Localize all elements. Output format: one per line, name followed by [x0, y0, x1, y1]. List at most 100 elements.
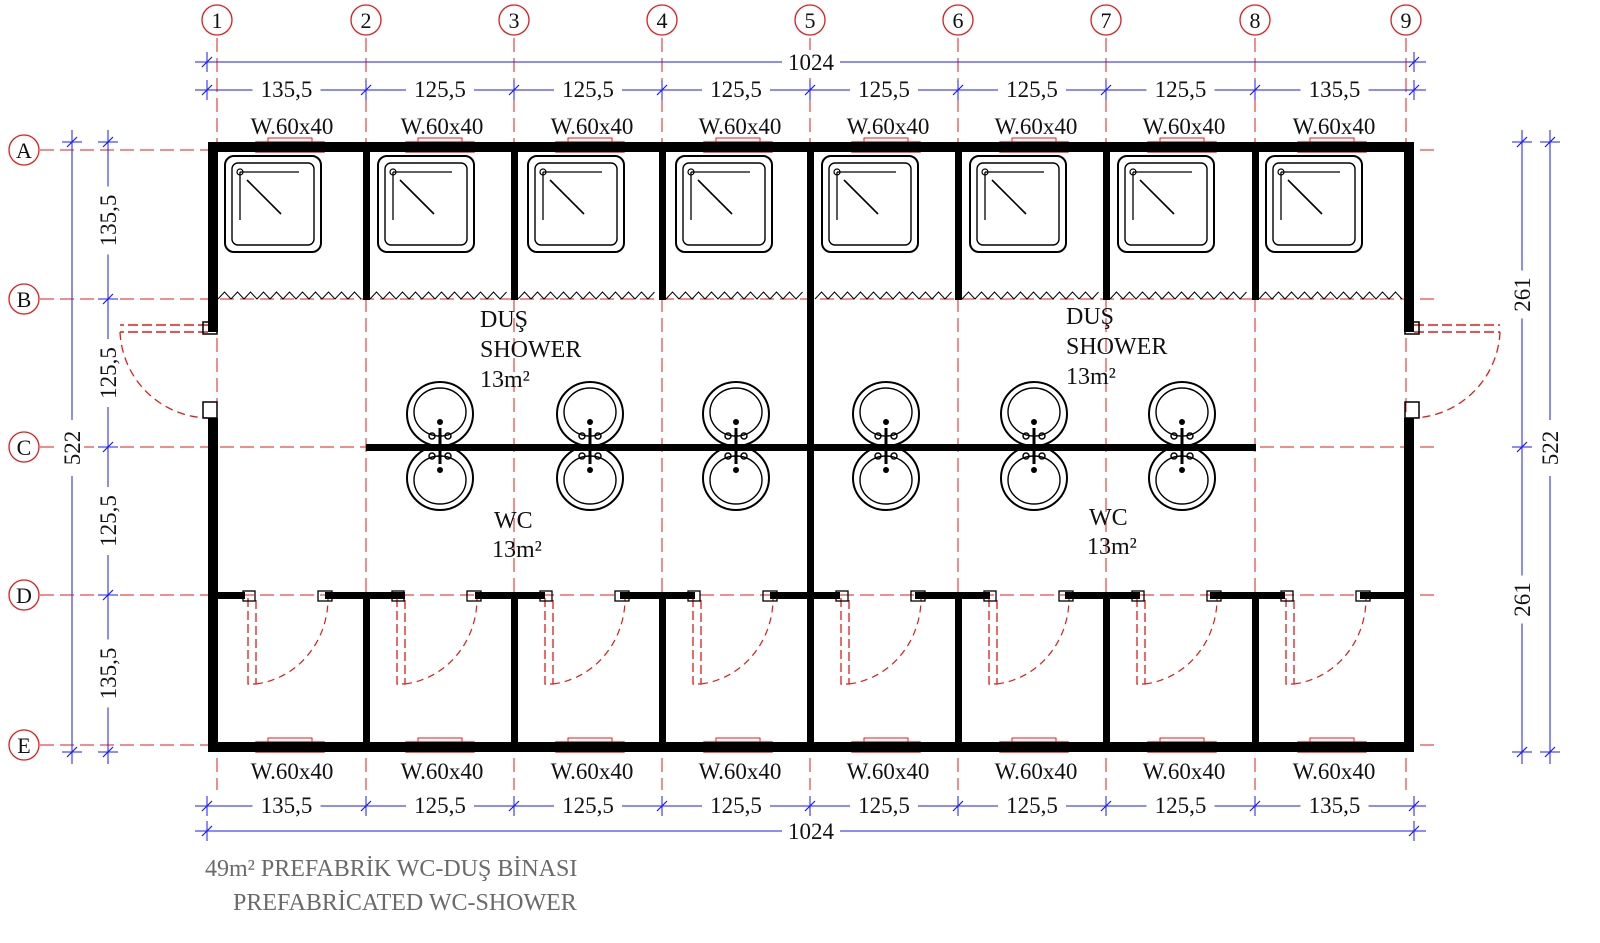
dimension-tick — [952, 84, 964, 96]
dimension-tick — [102, 589, 114, 601]
dimension-label-left: 125,5 — [96, 347, 121, 399]
washbasin-handle — [1038, 452, 1046, 460]
window-label-bottom: W.60x40 — [551, 759, 634, 784]
shower-tray-inner — [231, 162, 315, 246]
window-label-bottom: W.60x40 — [1143, 759, 1226, 784]
shower-tray-inner — [1124, 162, 1208, 246]
shower-tray — [1265, 155, 1363, 253]
washbasin-handle — [428, 452, 436, 460]
washbasin-handle — [890, 452, 898, 460]
grid-bubble-column-label: 8 — [1250, 8, 1261, 33]
window-label-top: W.60x40 — [401, 114, 484, 139]
label-mask — [702, 792, 770, 816]
grid-bubble-column-label: 2 — [361, 8, 372, 33]
wc-door-leaf — [544, 598, 554, 685]
grid-bubble-row — [8, 431, 40, 463]
washbasin-drain — [1031, 467, 1037, 473]
dimension-tick — [656, 800, 668, 812]
wall-right-lower — [1404, 418, 1414, 752]
dimension-label-top: 125,5 — [710, 77, 762, 102]
label-mask — [1510, 575, 1534, 624]
washbasin-drain — [1031, 419, 1037, 425]
dimension-tick — [1408, 84, 1420, 96]
shower-line — [1139, 179, 1175, 215]
window-label-bottom: W.60x40 — [1293, 759, 1376, 784]
washbasin-handle — [594, 432, 602, 440]
washbasin-drain — [1179, 467, 1185, 473]
wc-door-swing — [1144, 597, 1218, 685]
dimension-label-bottom: 125,5 — [858, 793, 910, 818]
shower-line — [697, 179, 733, 215]
door-swing-left — [119, 331, 209, 419]
label-mask — [252, 792, 321, 816]
grid-bubble-column — [942, 4, 974, 36]
wall-wc-front — [1210, 592, 1285, 599]
shower-curtain — [961, 291, 1099, 300]
wall-wc-front — [770, 592, 840, 599]
shower-curtain — [369, 291, 507, 300]
shower-tray — [527, 155, 625, 253]
window-label-bottom: W.60x40 — [401, 759, 484, 784]
wall-wc-partition — [1252, 595, 1259, 745]
label-mask — [1146, 792, 1215, 816]
door-frame — [202, 401, 218, 419]
washbasin-drain — [733, 419, 739, 425]
wc-door-swing — [700, 597, 774, 685]
dimension-label-right: 261 — [1510, 277, 1535, 312]
washbasin-handle — [444, 432, 452, 440]
shower-tray-inner — [384, 162, 468, 246]
wc-door-swing — [552, 597, 626, 685]
grid-bubble-column-label: 6 — [953, 8, 964, 33]
wall-left-upper — [208, 142, 218, 332]
dimension-tick — [1516, 441, 1528, 453]
room-label-shower-right: DUŞ SHOWER 13m² — [1066, 304, 1167, 390]
shower-line — [843, 179, 879, 215]
shower-curtain — [517, 291, 655, 300]
dimension-tick — [1544, 136, 1556, 148]
dimension-tick — [1249, 800, 1261, 812]
washbasin-drain — [733, 467, 739, 473]
walls — [208, 142, 1414, 752]
shower-curtain — [1109, 291, 1247, 300]
grid-bubble-column — [794, 4, 826, 36]
dimension-tick — [952, 800, 964, 812]
shower-tray — [224, 155, 322, 253]
shower-curtain — [665, 291, 803, 300]
dimension-tick — [656, 84, 668, 96]
dimension-label-bottom: 135,5 — [1309, 793, 1361, 818]
wall-shower-partition — [1252, 142, 1259, 300]
grid-bubble-row — [8, 134, 40, 166]
washbasin-drain — [437, 467, 443, 473]
wall-left-lower — [208, 418, 218, 752]
label-mask — [1146, 76, 1215, 100]
wall-sink-spine — [366, 444, 1256, 451]
dimension-tick — [201, 84, 213, 96]
room-label-wc-right: WC 13m² — [1087, 505, 1137, 560]
label-mask — [850, 76, 918, 100]
wall-wc-front — [475, 592, 545, 599]
grid-bubble-row-label: E — [17, 733, 30, 758]
label-mask — [554, 76, 622, 100]
dimension-tick — [1408, 800, 1420, 812]
dimension-label-bottom: 125,5 — [414, 793, 466, 818]
grid-bubble-column-label: 5 — [805, 8, 816, 33]
washbasin-handle — [1022, 452, 1030, 460]
washbasin-handle — [890, 432, 898, 440]
wall-shower-partition — [955, 142, 962, 300]
window-label-bottom: W.60x40 — [251, 759, 334, 784]
washbasin-handle — [740, 432, 748, 440]
room-area: 13m² — [480, 367, 530, 393]
washbasin-handle — [428, 432, 436, 440]
dimension-tick — [1516, 136, 1528, 148]
window-label-top: W.60x40 — [1293, 114, 1376, 139]
dimension-tick — [102, 441, 114, 453]
label-mask — [60, 420, 84, 476]
dimension-tick — [66, 136, 78, 148]
grid-bubble-column — [646, 4, 678, 36]
wall-shower-partition — [511, 142, 518, 300]
label-mask — [702, 76, 770, 100]
washbasin-handle — [578, 452, 586, 460]
shower-tray-inner — [1272, 162, 1356, 246]
